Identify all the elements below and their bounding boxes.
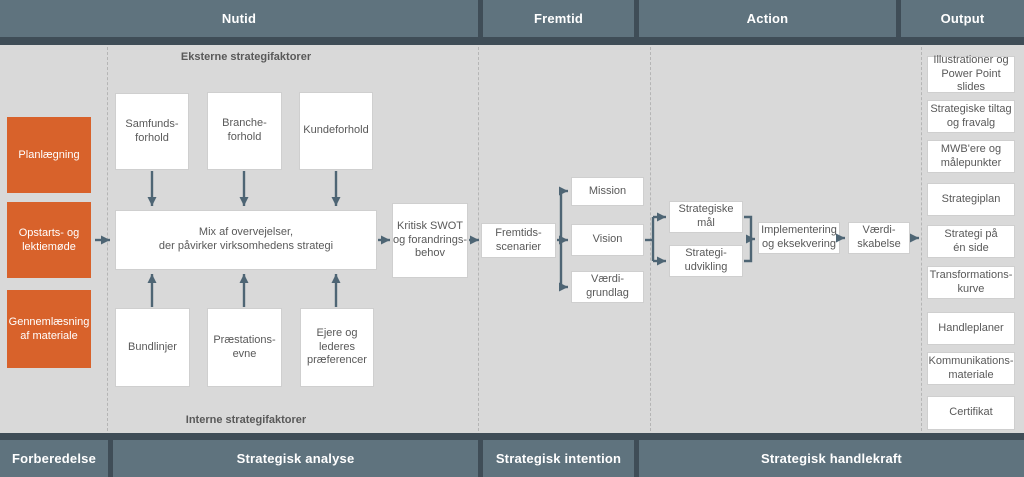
phase-strategisk-analyse-label: Strategisk analyse xyxy=(236,451,355,466)
external-factors-label: Eksterne strategifaktorer xyxy=(180,51,312,63)
column-separator xyxy=(478,47,479,431)
phase-nutid-label: Nutid xyxy=(221,11,257,26)
output-label: Kommunikations- materiale xyxy=(928,354,1014,381)
phase-action-label: Action xyxy=(746,11,789,26)
internal-factors-label: Interne strategifaktorer xyxy=(185,414,307,426)
node-ejere: Ejere og lederes præferencer xyxy=(300,308,374,387)
step-label: Opstarts- og lektiemøde xyxy=(18,226,80,253)
output-label: Handleplaner xyxy=(938,321,1004,334)
node-mission: Mission xyxy=(571,177,644,206)
node-label: Kritisk SWOT og forandrings- behov xyxy=(393,219,467,260)
node-label: Mission xyxy=(588,184,627,197)
phase-output: Output xyxy=(901,0,1024,37)
node-label: Bundlinjer xyxy=(128,340,177,353)
column-separator xyxy=(650,47,651,431)
output-kommunikationsmateriale: Kommunikations- materiale xyxy=(927,352,1015,385)
output-strategi-pa-en-side: Strategi på én side xyxy=(927,225,1015,258)
output-strategiske-tiltag: Strategiske tiltag og fravalg xyxy=(927,100,1015,133)
step-label: Planlægning xyxy=(18,148,80,161)
output-strategiplan: Strategiplan xyxy=(927,183,1015,216)
node-label: Implementering og eksekvering xyxy=(761,224,837,250)
column-separator xyxy=(107,47,108,431)
step-gennemlaesning: Gennemlæsning af materiale xyxy=(7,290,91,368)
phase-forberedelse-label: Forberedelse xyxy=(11,451,97,466)
node-vaerdigrundlag: Værdi- grundlag xyxy=(571,271,644,303)
phase-fremtid-label: Fremtid xyxy=(533,11,584,26)
node-label: Branche- forhold xyxy=(222,117,267,143)
output-illustrationer: Illustrationer og Power Point slides xyxy=(927,53,1015,94)
phase-strategisk-intention-label: Strategisk intention xyxy=(495,451,622,466)
phase-strategisk-analyse: Strategisk analyse xyxy=(113,440,478,477)
node-label: Fremtids- scenarier xyxy=(495,226,542,253)
node-implementering: Implementering og eksekvering xyxy=(758,222,840,254)
node-label: Mix af overvejelser, der påvirker virkso… xyxy=(158,226,334,252)
phase-fremtid: Fremtid xyxy=(483,0,634,37)
output-label: Strategi på én side xyxy=(944,227,998,254)
column-separator xyxy=(921,47,922,431)
phase-strategisk-handlekraft: Strategisk handlekraft xyxy=(639,440,1024,477)
output-label: MWB'ere og målepunkter xyxy=(940,142,1002,169)
node-label: Kundeforhold xyxy=(303,124,369,137)
phase-output-label: Output xyxy=(940,11,985,26)
node-label: Præstations- evne xyxy=(213,333,276,360)
node-label: Strategi- udvikling xyxy=(684,247,728,273)
phase-strategisk-intention: Strategisk intention xyxy=(483,440,634,477)
node-mix: Mix af overvejelser, der påvirker virkso… xyxy=(115,210,377,270)
node-praestationsevne: Præstations- evne xyxy=(207,308,282,387)
output-transformationskurve: Transformations- kurve xyxy=(927,266,1015,299)
node-kundeforhold: Kundeforhold xyxy=(299,92,373,170)
output-label: Certifikat xyxy=(949,406,993,419)
node-kritisk-swot: Kritisk SWOT og forandrings- behov xyxy=(392,203,468,278)
output-label: Transformations- kurve xyxy=(929,268,1013,295)
node-label: Vision xyxy=(592,233,623,246)
step-opstartsmoede: Opstarts- og lektiemøde xyxy=(7,202,91,278)
output-label: Strategiplan xyxy=(941,192,1001,205)
node-bundlinjer: Bundlinjer xyxy=(115,308,190,387)
output-mwbere: MWB'ere og målepunkter xyxy=(927,140,1015,173)
node-vision: Vision xyxy=(571,224,644,256)
output-label: Illustrationer og Power Point slides xyxy=(933,53,1009,94)
phase-forberedelse: Forberedelse xyxy=(0,440,108,477)
node-label: Værdi- skabelse xyxy=(857,224,901,250)
step-label: Gennemlæsning af materiale xyxy=(8,315,90,342)
output-label: Strategiske tiltag og fravalg xyxy=(930,102,1012,129)
node-samfundsforhold: Samfunds- forhold xyxy=(115,93,189,170)
output-handleplaner: Handleplaner xyxy=(927,312,1015,345)
phase-strategisk-handlekraft-label: Strategisk handlekraft xyxy=(761,451,902,466)
node-label: Ejere og lederes præferencer xyxy=(307,326,367,367)
node-label: Værdi- grundlag xyxy=(586,273,629,299)
node-label: Samfunds- forhold xyxy=(125,117,179,144)
node-strategiske-maal: Strategiske mål xyxy=(669,201,743,233)
output-certifikat: Certifikat xyxy=(927,396,1015,430)
node-label: Strategiske mål xyxy=(678,203,734,229)
phase-nutid: Nutid xyxy=(0,0,478,37)
step-planlaegning: Planlægning xyxy=(7,117,91,193)
node-brancheforhold: Branche- forhold xyxy=(207,92,282,170)
phase-action: Action xyxy=(639,0,896,37)
node-fremtidsscenarier: Fremtids- scenarier xyxy=(481,223,556,258)
node-vaerdiskabelse: Værdi- skabelse xyxy=(848,222,910,254)
node-strategiudvikling: Strategi- udvikling xyxy=(669,245,743,277)
